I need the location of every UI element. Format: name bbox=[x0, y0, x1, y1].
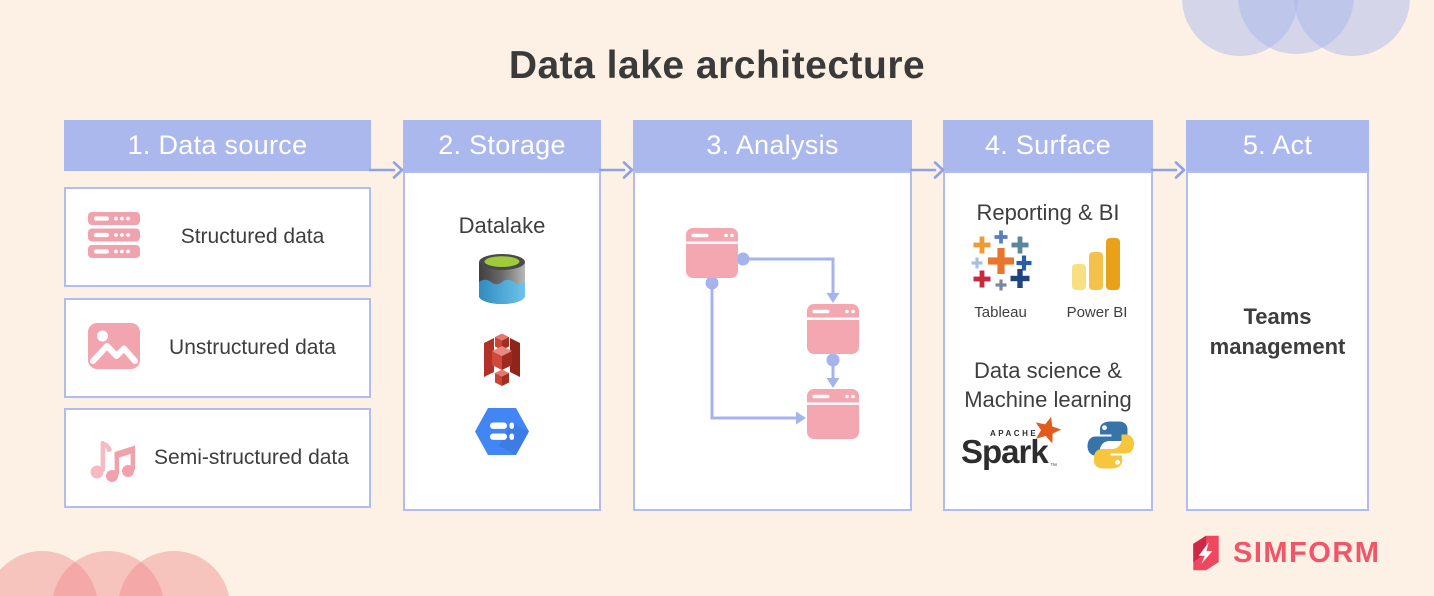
data-source-body: Structured data Unstructured data bbox=[64, 171, 371, 511]
image-icon bbox=[88, 322, 140, 374]
column-header-analysis: 3. Analysis bbox=[633, 120, 912, 171]
reporting-bi-tools: Tableau Power BI bbox=[945, 228, 1151, 321]
spark-wordmark: Spark bbox=[961, 432, 1049, 470]
column-header-label: 4. Surface bbox=[984, 130, 1112, 160]
storage-body: Datalake bbox=[403, 171, 601, 511]
server-icon bbox=[88, 211, 140, 263]
column-header-data-source: 1. Data source bbox=[64, 120, 371, 171]
data-science-ml-label: Data science & Machine learning bbox=[964, 358, 1132, 412]
structured-data-label: Structured data bbox=[180, 225, 325, 249]
column-header-label: 2. Storage bbox=[438, 130, 566, 160]
apache-spark-logo: APACHE Spark ™ bbox=[959, 416, 1062, 476]
power-bi-tool: Power BI bbox=[1066, 234, 1128, 321]
column-data-source: 1. Data source bbox=[64, 120, 371, 511]
simform-logo: SIMFORM bbox=[1186, 531, 1380, 575]
spark-tm: ™ bbox=[1050, 462, 1057, 470]
column-header-label: 5. Act bbox=[1242, 130, 1313, 160]
column-analysis: 3. Analysis bbox=[633, 120, 912, 511]
arrow-right-icon bbox=[1151, 161, 1186, 179]
surface-body: Reporting & BI bbox=[943, 171, 1153, 511]
datalake-label: Datalake bbox=[458, 213, 546, 238]
semi-structured-data-card: Semi-structured data bbox=[64, 408, 371, 508]
arrow-right-icon bbox=[910, 161, 945, 179]
data-science-tools: APACHE Spark ™ bbox=[945, 416, 1151, 476]
window-icon bbox=[686, 228, 859, 439]
power-bi-icon bbox=[1069, 234, 1125, 297]
column-act: 5. Act Teams management bbox=[1186, 120, 1369, 511]
workflow-windows-diagram bbox=[686, 228, 859, 439]
column-header-label: 1. Data source bbox=[127, 130, 308, 160]
teams-management-label: Teams management bbox=[1209, 304, 1346, 359]
tableau-tool: Tableau bbox=[969, 228, 1033, 321]
act-body: Teams management bbox=[1186, 171, 1369, 511]
simform-logo-text: SIMFORM bbox=[1233, 536, 1381, 569]
power-bi-label: Power BI bbox=[1066, 304, 1128, 321]
spark-star-icon bbox=[1035, 416, 1062, 443]
column-header-storage: 2. Storage bbox=[403, 120, 601, 171]
google-compute-engine-icon bbox=[475, 408, 529, 460]
arrow-right-icon bbox=[369, 161, 404, 179]
structured-data-card: Structured data bbox=[64, 187, 371, 287]
page-title: Data lake architecture bbox=[508, 44, 926, 87]
azure-data-lake-icon bbox=[474, 252, 530, 313]
unstructured-data-label: Unstructured data bbox=[169, 336, 336, 360]
apache-label: APACHE bbox=[990, 428, 1039, 438]
column-header-act: 5. Act bbox=[1186, 120, 1369, 171]
simform-logo-icon bbox=[1193, 535, 1219, 571]
arrow-right-icon bbox=[599, 161, 634, 179]
music-notes-icon bbox=[88, 430, 138, 487]
unstructured-data-card: Unstructured data bbox=[64, 298, 371, 398]
column-header-surface: 4. Surface bbox=[943, 120, 1153, 171]
tableau-label: Tableau bbox=[974, 304, 1027, 321]
semi-structured-data-label: Semi-structured data bbox=[154, 446, 349, 470]
reporting-bi-label: Reporting & BI bbox=[976, 200, 1120, 225]
column-surface: 4. Surface Reporting & BI bbox=[943, 120, 1153, 511]
python-icon bbox=[1085, 419, 1137, 476]
column-storage: 2. Storage Datalake bbox=[403, 120, 601, 511]
tableau-icon bbox=[969, 228, 1033, 297]
analysis-body bbox=[633, 171, 912, 511]
amazon-redshift-icon bbox=[474, 329, 530, 396]
column-header-label: 3. Analysis bbox=[706, 130, 839, 160]
